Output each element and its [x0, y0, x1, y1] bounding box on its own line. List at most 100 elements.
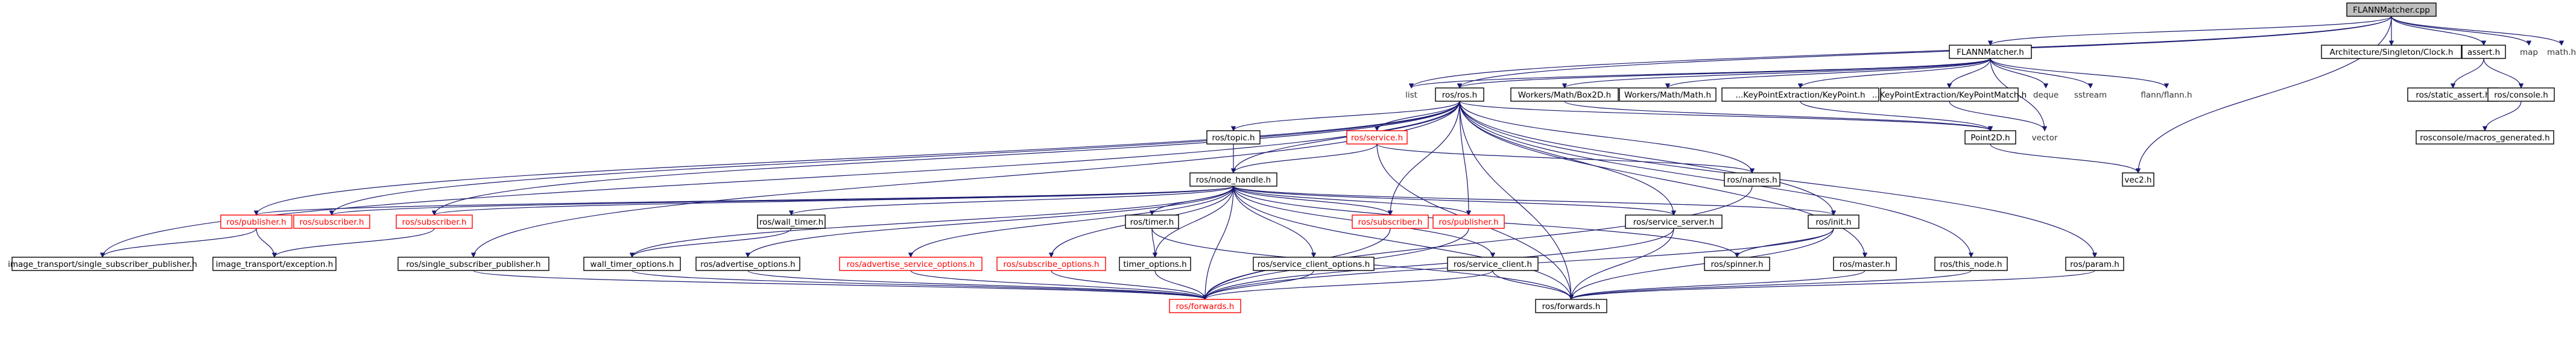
node-vec2[interactable]: vec2.h: [2122, 172, 2154, 187]
node-ros-console[interactable]: ros/console.h: [2487, 87, 2555, 102]
node-label: ros/forwards.h: [1176, 302, 1235, 311]
node-singleton-clock[interactable]: Architecture/Singleton/Clock.h: [2321, 45, 2462, 59]
edge-sub_opt-to-forwards_red: [1051, 270, 1208, 300]
node-ros-ssp[interactable]: ros/single_subscriber_publisher.h: [397, 257, 549, 271]
node-kp-kpm[interactable]: ...KeyPointExtraction/KeyPointMatch.h: [1872, 87, 2027, 102]
node-timer-opt[interactable]: timer_options.h: [1119, 257, 1191, 271]
node-publisher-c[interactable]: ros/publisher.h: [1432, 214, 1505, 229]
node-label: math.h: [2547, 48, 2576, 57]
edge-ros_h-to-publisher_l: [253, 101, 1460, 216]
node-label: Point2D.h: [1970, 133, 2010, 143]
edge-assert_h-to-static_assert: [2450, 58, 2484, 89]
node-label: ros/console.h: [2494, 90, 2548, 100]
node-label: timer_options.h: [1123, 260, 1186, 269]
node-this-node[interactable]: ros/this_node.h: [1934, 257, 2008, 271]
node-ros-names[interactable]: ros/names.h: [1724, 172, 1780, 187]
edge-flannmatcher_h-to-kp_kp: [1797, 58, 1991, 89]
edge-node_handle-to-timer_opt: [1152, 186, 1234, 258]
node-label: ros/advertise_service_options.h: [847, 260, 975, 269]
node-forwards-black[interactable]: ros/forwards.h: [1535, 299, 1607, 313]
node-vector: vector: [2032, 133, 2058, 143]
edge-ros_h-to-publisher_c: [1459, 101, 1472, 216]
node-box: [1535, 299, 1607, 313]
node-box: [1934, 257, 2008, 271]
node-wall-timer[interactable]: ros/wall_timer.h: [757, 214, 826, 229]
edge-flannmatcher_h-to-list: [1409, 58, 1991, 89]
edge-node_handle-to-forwards_red: [1202, 186, 1234, 300]
node-ros-param[interactable]: ros/param.h: [2065, 257, 2124, 271]
node-box: [1432, 214, 1505, 229]
node-publisher-l[interactable]: ros/publisher.h: [220, 214, 293, 229]
node-point2d[interactable]: Point2D.h: [1964, 130, 2016, 145]
node-svc-client[interactable]: ros/service_client.h: [1447, 257, 1539, 271]
node-flannmatcher-cpp[interactable]: FLANNMatcher.cpp: [2346, 2, 2437, 17]
node-kp-kp[interactable]: ...KeyPointExtraction/KeyPoint.h: [1721, 87, 1879, 102]
edge-ros_timer-to-timer_opt: [1151, 228, 1158, 258]
node-assert-h[interactable]: assert.h: [2461, 45, 2506, 59]
node-label: ros/service_client.h: [1454, 260, 1532, 269]
edge-node_handle-to-adv_opt: [745, 186, 1234, 258]
node-wall-timer-opt[interactable]: wall_timer_options.h: [583, 257, 681, 271]
node-label: ros/master.h: [1840, 260, 1890, 269]
node-ros-service[interactable]: ros/service.h: [1346, 130, 1408, 145]
node-label: map: [2520, 48, 2538, 57]
node-box: [695, 257, 800, 271]
node-box: [1619, 87, 1717, 102]
node-label: ros/names.h: [1727, 175, 1777, 185]
edge-flannmatcher_h-to-sstream: [1990, 58, 2093, 89]
node-box: [293, 214, 370, 229]
node-it-exc[interactable]: image_transport/exception.h: [212, 257, 337, 271]
node-ros-spinner[interactable]: ros/spinner.h: [1704, 257, 1770, 271]
node-label: ...KeyPointExtraction/KeyPoint.h: [1735, 90, 1865, 100]
node-ros-init[interactable]: ros/init.h: [1808, 214, 1859, 229]
edge-node_handle-to-ros_init: [1233, 186, 1836, 216]
node-it-ssp[interactable]: image_transport/single_subscriber_publis…: [8, 257, 197, 271]
node-box: [212, 257, 337, 271]
node-label: list: [1405, 90, 1417, 100]
edge-flannmatcher_h-to-kp_kpm: [1946, 58, 1991, 89]
node-ros-timer[interactable]: ros/timer.h: [1125, 214, 1179, 229]
edge-flannmatcher_cpp-to-map: [2391, 16, 2532, 46]
node-flannmatcher-h[interactable]: FLANNMatcher.h: [1949, 45, 2032, 59]
node-subscriber-b[interactable]: ros/subscriber.h: [396, 214, 473, 229]
node-label: assert.h: [2467, 48, 2500, 57]
node-macros-gen[interactable]: rosconsole/macros_generated.h: [2416, 130, 2554, 145]
edge-assert_h-to-ros_console: [2483, 58, 2524, 89]
node-box: [2321, 45, 2462, 59]
edge-this_node-to-forwards_black: [1569, 270, 1972, 300]
node-box: [1253, 257, 1375, 271]
edge-ros_init-to-forwards_black: [1568, 228, 1834, 300]
node-service-server[interactable]: ros/service_server.h: [1625, 214, 1723, 229]
node-forwards-red[interactable]: ros/forwards.h: [1169, 299, 1241, 313]
edge-ros_h-to-ros_names: [1459, 101, 1755, 173]
node-box: [220, 214, 293, 229]
node-mathbox2d[interactable]: Workers/Math/Box2D.h: [1510, 87, 1619, 102]
edge-node_handle-to-subscriber_c: [1233, 186, 1393, 216]
edge-flannmatcher_h-to-mathbox2d: [1562, 58, 1991, 89]
node-node-handle[interactable]: ros/node_handle.h: [1189, 172, 1277, 187]
node-subscriber-a[interactable]: ros/subscriber.h: [293, 214, 370, 229]
node-adv-srv-opt[interactable]: ros/advertise_service_options.h: [839, 257, 983, 271]
edge-ros_names-to-forwards_red: [1202, 186, 1753, 300]
node-adv-opt[interactable]: ros/advertise_options.h: [695, 257, 800, 271]
node-box: [397, 257, 549, 271]
node-ros-master[interactable]: ros/master.h: [1833, 257, 1897, 271]
edge-ros_h-to-this_node: [1459, 101, 1974, 258]
node-box: [757, 214, 826, 229]
node-box: [1169, 299, 1241, 313]
node-static-assert[interactable]: ros/static_assert.h: [2407, 87, 2499, 102]
edge-svc_client-to-forwards_red: [1202, 270, 1493, 300]
node-label: ros/service_server.h: [1633, 217, 1715, 227]
node-subscriber-c[interactable]: ros/subscriber.h: [1352, 214, 1429, 229]
node-label: ros/subscribe_options.h: [1003, 260, 1099, 269]
node-mathmath[interactable]: Workers/Math/Math.h: [1619, 87, 1717, 102]
node-label: ros/init.h: [1815, 217, 1851, 227]
edge-mathbox2d-to-point2d: [1564, 101, 1993, 131]
node-svc-client-opt[interactable]: ros/service_client_options.h: [1253, 257, 1375, 271]
node-sub-opt[interactable]: ros/subscribe_options.h: [996, 257, 1106, 271]
node-ros-topic[interactable]: ros/topic.h: [1206, 130, 1261, 145]
node-ros-h[interactable]: ros/ros.h: [1435, 87, 1484, 102]
edge-node_handle-to-wall_timer_opt: [629, 186, 1234, 258]
